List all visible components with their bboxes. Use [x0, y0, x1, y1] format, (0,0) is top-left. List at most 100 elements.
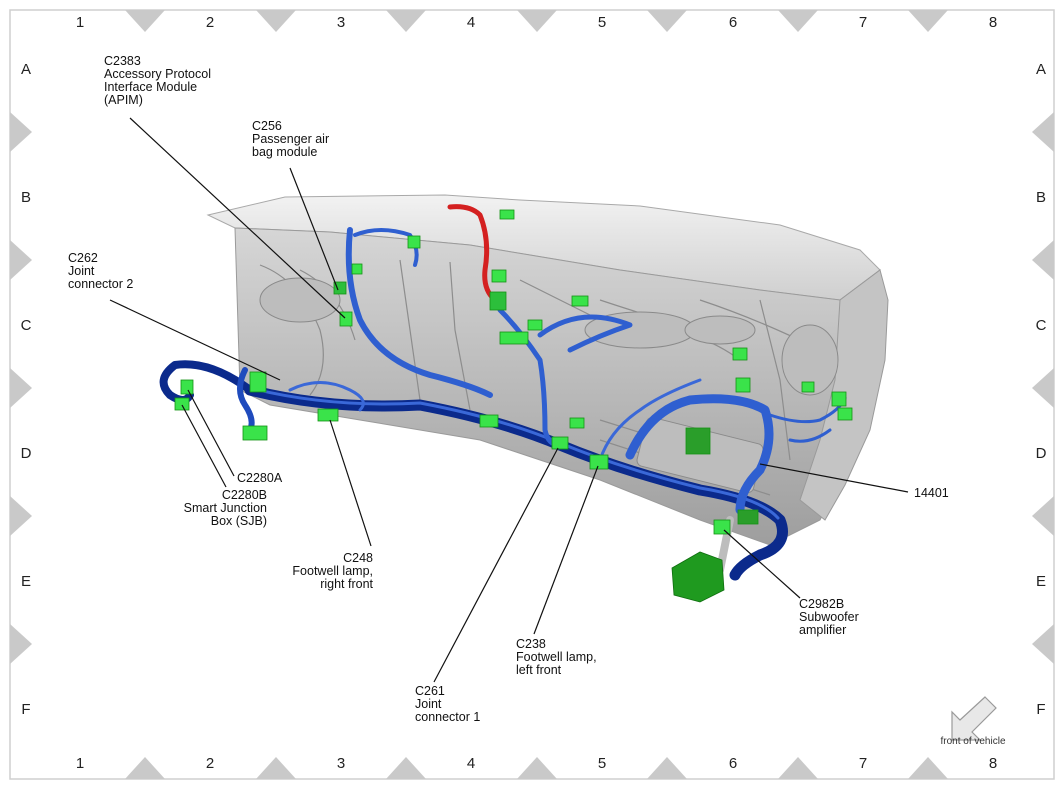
- callout-line: C2280A: [237, 471, 283, 485]
- frame-marker-top: [386, 10, 426, 32]
- harness-apim-branch: [353, 228, 419, 267]
- connector-c2383: [339, 311, 353, 327]
- frame-marker-bottom: [908, 757, 948, 779]
- frame-marker-left: [10, 112, 32, 152]
- harness-power-lead: [447, 204, 498, 303]
- grid-column-label-top: 6: [729, 14, 737, 31]
- callout-line: Joint: [68, 264, 95, 278]
- frame-marker-bottom: [125, 757, 165, 779]
- dashboard-assembly: [206, 194, 889, 546]
- grid-column-label-top: 8: [989, 14, 997, 31]
- grid-column-label-top: 1: [76, 14, 84, 31]
- leader-c261: [433, 447, 559, 683]
- callout-line: C262: [68, 251, 98, 265]
- connector-c238: [589, 454, 609, 470]
- callout-line: connector 1: [415, 710, 480, 724]
- callout-line: C248: [343, 551, 373, 565]
- grid-column-label-top: 7: [859, 14, 867, 31]
- grid-row-label-right: C: [1036, 317, 1047, 334]
- callout-line: C2383: [104, 54, 141, 68]
- frame-marker-left: [10, 368, 32, 408]
- connector-right-5: [801, 381, 815, 393]
- frame-marker-bottom: [778, 757, 818, 779]
- harness-left-drop: [237, 367, 255, 433]
- connector-c256: [333, 281, 347, 295]
- grid-row-label-left: F: [21, 701, 30, 718]
- connector-power-1: [499, 209, 515, 220]
- connector-power-2: [491, 269, 507, 283]
- connector-right-3: [735, 377, 751, 393]
- grid-column-label-bottom: 1: [76, 755, 84, 772]
- callout-line: (APIM): [104, 93, 143, 107]
- callout-line: C238: [516, 637, 546, 651]
- connector-right-7: [737, 509, 759, 525]
- callout-line: Accessory Protocol: [104, 67, 211, 81]
- frame-marker-bottom: [647, 757, 687, 779]
- connector-center-4: [479, 414, 499, 428]
- grid-row-label-right: E: [1036, 573, 1046, 590]
- grid-column-label-top: 5: [598, 14, 606, 31]
- callout-line: right front: [320, 577, 373, 591]
- leader-c238: [533, 465, 599, 635]
- frame-marker-right: [1032, 368, 1054, 408]
- connector-center-5: [569, 417, 585, 429]
- callout-line: 14401: [914, 486, 949, 500]
- harness-center-loop: [537, 314, 633, 353]
- frame-marker-left: [10, 240, 32, 280]
- callout-line: Passenger air: [252, 132, 329, 146]
- callout-14401: 14401: [914, 486, 949, 500]
- connector-c248: [317, 408, 339, 422]
- grid-row-label-right: D: [1036, 445, 1047, 462]
- connector-sjb-lower: [242, 425, 268, 441]
- harness-right-small-2: [788, 428, 832, 443]
- harness-upper-branch: [345, 227, 493, 398]
- grid-column-label-bottom: 2: [206, 755, 214, 772]
- arrow-down-left-icon: [951, 696, 997, 741]
- callout-line: C256: [252, 119, 282, 133]
- frame-marker-right: [1032, 240, 1054, 280]
- grid-column-label-bottom: 4: [467, 755, 475, 772]
- callout-line: left front: [516, 663, 562, 677]
- frame-marker-right: [1032, 496, 1054, 536]
- frame-marker-left: [10, 624, 32, 664]
- connector-c262: [249, 371, 267, 393]
- connector-upper-2: [351, 263, 363, 275]
- connector-power-3: [489, 291, 507, 311]
- frame-marker-top: [517, 10, 557, 32]
- grid-row-label-right: A: [1036, 61, 1046, 78]
- grid-row-label-left: C: [21, 317, 32, 334]
- callout-c2280a: C2280A: [237, 471, 283, 485]
- callout-line: Subwoofer: [799, 610, 859, 624]
- grid-column-label-top: 2: [206, 14, 214, 31]
- subwoofer-amplifier-body: [671, 551, 725, 603]
- harness-right-loop: [625, 394, 774, 515]
- grid-column-label-top: 3: [337, 14, 345, 31]
- frame-marker-right: [1032, 624, 1054, 664]
- callout-line: C261: [415, 684, 445, 698]
- callout-line: Joint: [415, 697, 442, 711]
- frame-marker-top: [256, 10, 296, 32]
- leader-c262: [109, 299, 281, 381]
- frame-marker-bottom: [386, 757, 426, 779]
- callout-line: Box (SJB): [211, 514, 267, 528]
- grid-row-label-right: F: [1036, 701, 1045, 718]
- callout-line: Footwell lamp,: [292, 564, 373, 578]
- connector-right-6: [837, 407, 853, 421]
- grid-row-label-left: D: [21, 445, 32, 462]
- leader-c2383: [129, 117, 346, 319]
- grid-column-label-bottom: 3: [337, 755, 345, 772]
- connector-c2280b: [174, 397, 190, 411]
- callout-line: connector 2: [68, 277, 133, 291]
- frame-marker-top: [647, 10, 687, 32]
- grid-row-label-right: B: [1036, 189, 1046, 206]
- harness-left-small: [288, 381, 365, 412]
- orientation-indicator: front of vehicle: [940, 696, 1006, 747]
- leader-c2280a: [187, 389, 235, 477]
- grid-row-label-left: E: [21, 573, 31, 590]
- frame-marker-bottom: [256, 757, 296, 779]
- callout-line: C2280B: [222, 488, 267, 502]
- grid-column-label-top: 4: [467, 14, 475, 31]
